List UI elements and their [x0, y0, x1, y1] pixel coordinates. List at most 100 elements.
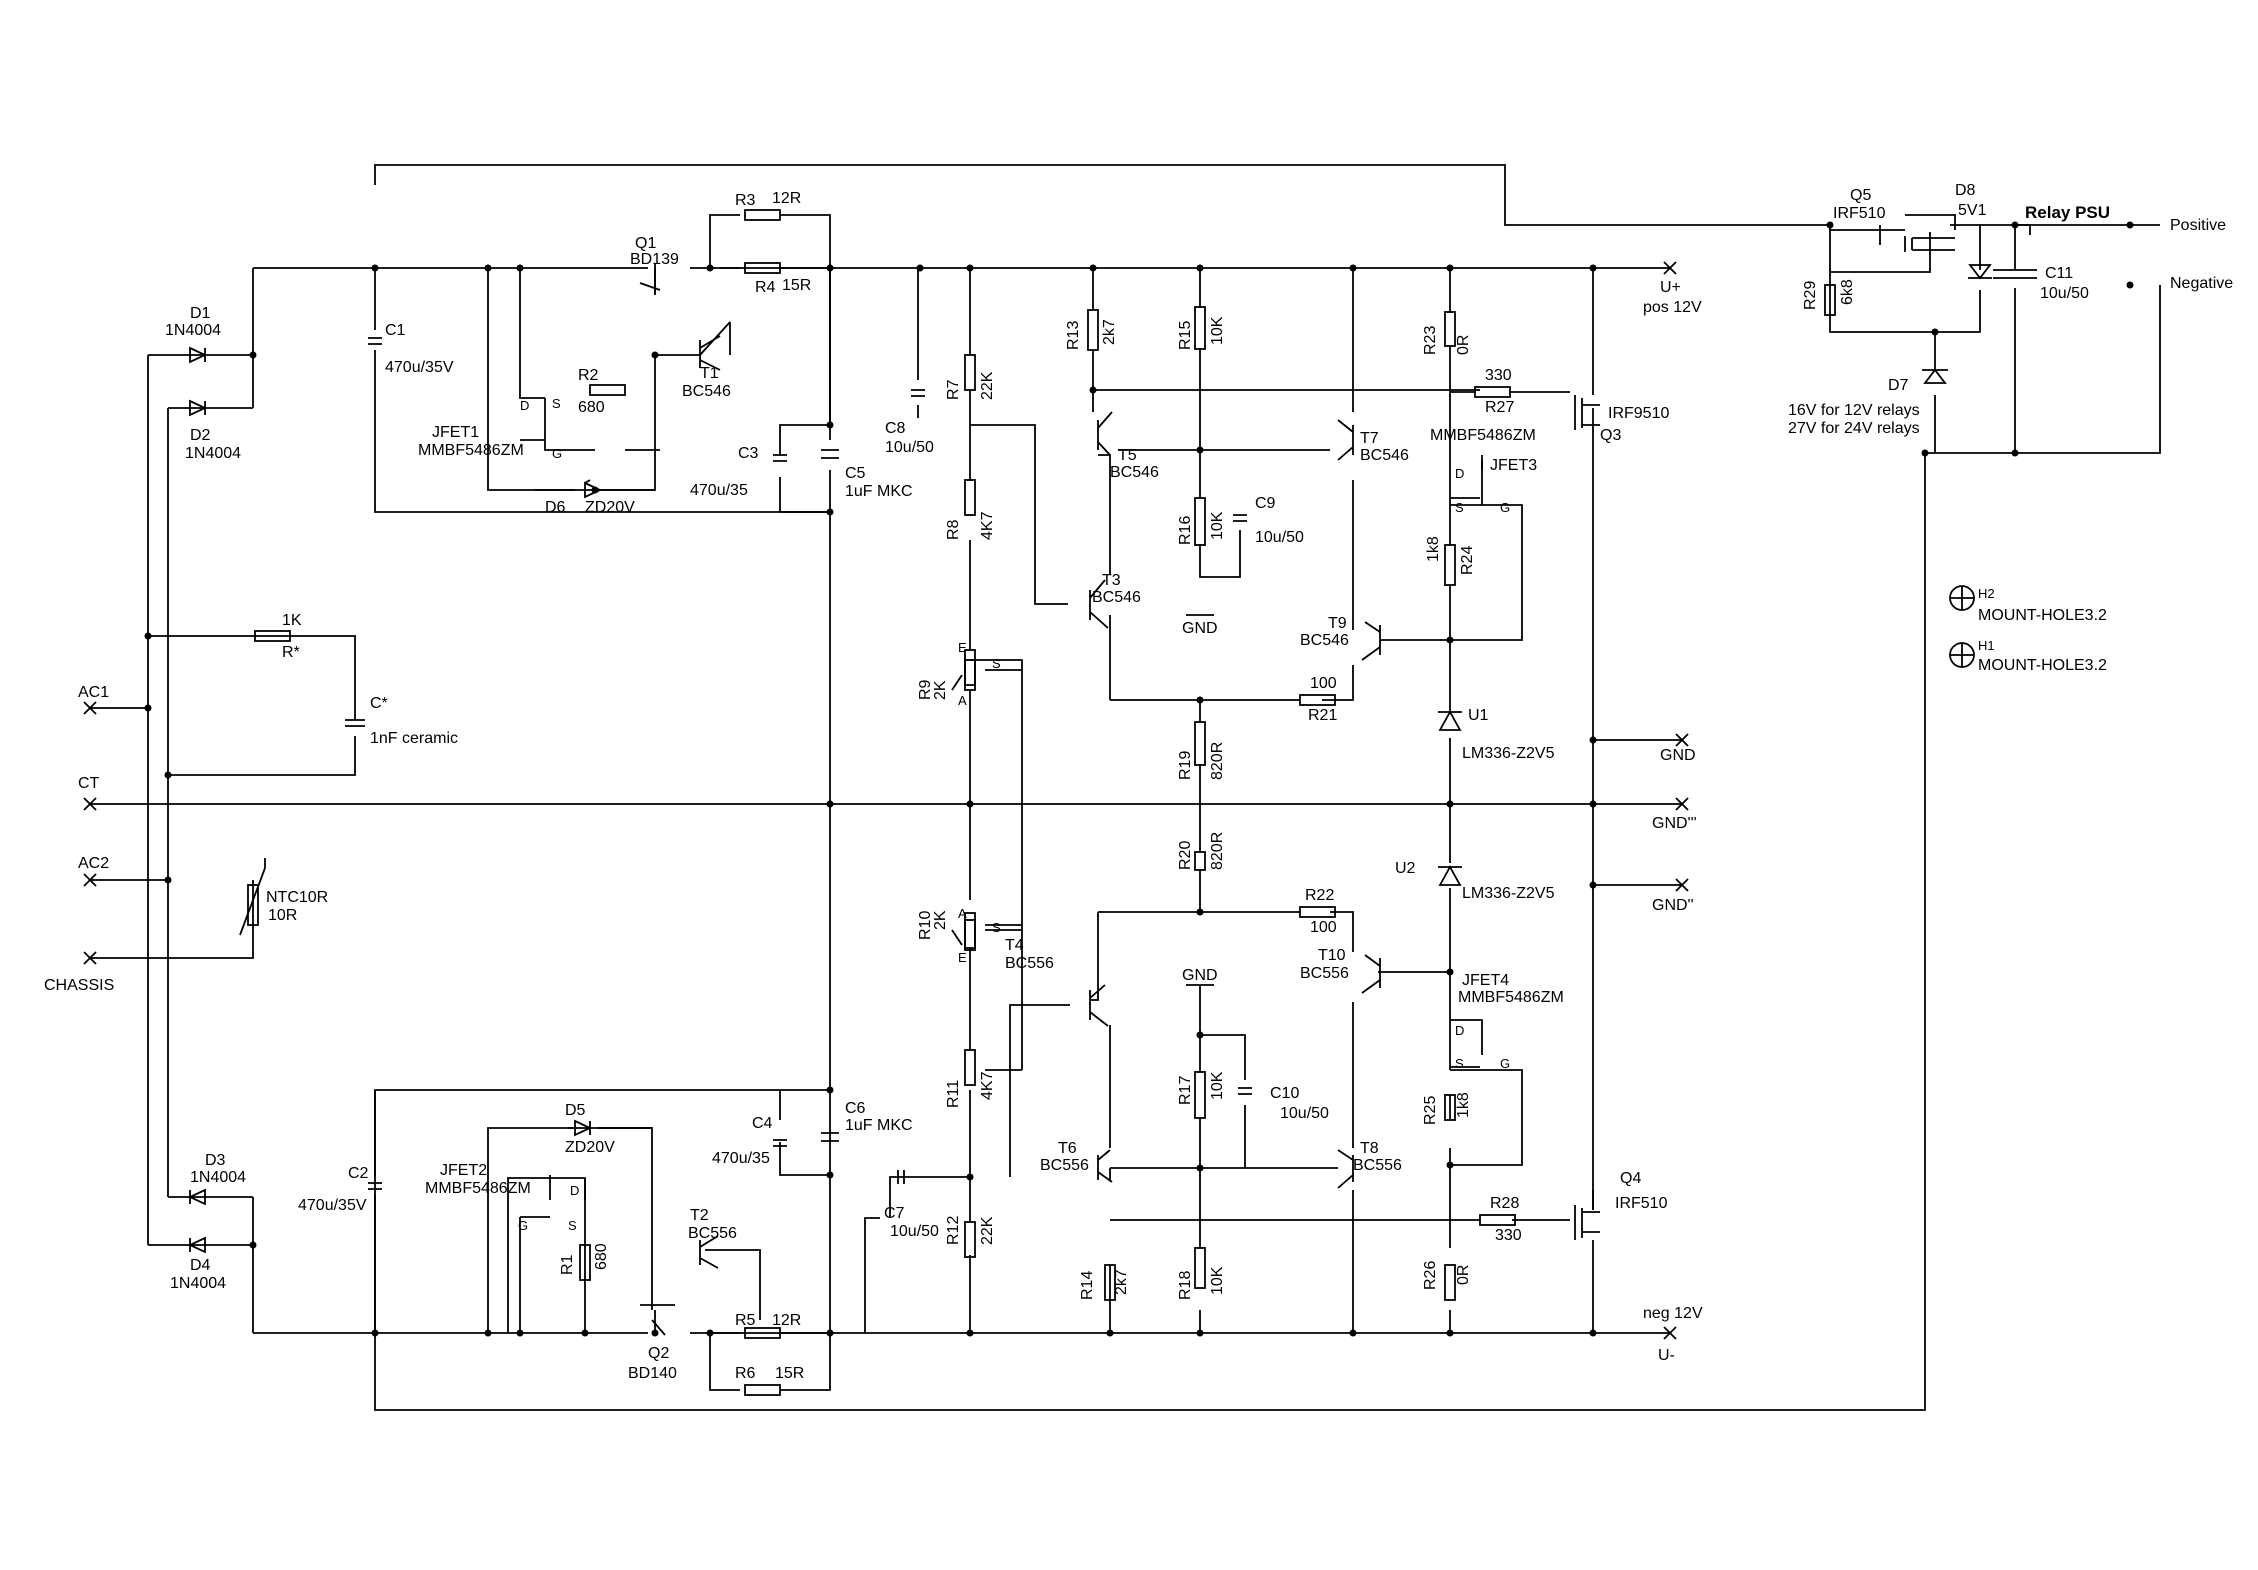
c5-value: 1uF MKC	[845, 483, 913, 500]
t3-label: T3	[1102, 572, 1121, 589]
gnd-lower-label: GND	[1182, 967, 1218, 984]
wires	[90, 164, 2161, 1411]
terminal-gnd2-label: GND''	[1652, 897, 1694, 914]
r29-value: 6k8	[1839, 279, 1856, 305]
r22-label: R22	[1305, 887, 1334, 904]
d6-label: D6	[545, 499, 566, 516]
jfet2-label: JFET2	[440, 1162, 487, 1179]
symbols	[83, 209, 2037, 1396]
t9-type: BC546	[1300, 632, 1349, 649]
r10-pin-s: S	[992, 920, 1001, 935]
r26-label: R26	[1422, 1261, 1439, 1290]
r15-label: R15	[1177, 321, 1194, 350]
t8-label: T8	[1360, 1140, 1379, 1157]
r9-pin-s: S	[992, 656, 1001, 671]
c7-value: 10u/50	[890, 1223, 939, 1240]
r13-label: R13	[1065, 321, 1082, 350]
r9-pin-a: A	[958, 693, 967, 708]
terminal-gnd-label: GND	[1660, 747, 1696, 764]
gnd-upper-label: GND	[1182, 620, 1218, 637]
t10-type: BC556	[1300, 965, 1349, 982]
d7-note-24v: 27V for 24V relays	[1788, 420, 1920, 437]
t5-type: BC546	[1110, 464, 1159, 481]
c2-value: 470u/35V	[298, 1197, 367, 1214]
c9-value: 10u/50	[1255, 529, 1304, 546]
r21-label: R21	[1308, 707, 1337, 724]
r9-pin-e: E	[958, 640, 967, 655]
c9-label: C9	[1255, 495, 1276, 512]
r15-value: 10K	[1209, 316, 1226, 345]
h1-type: MOUNT-HOLE3.2	[1978, 657, 2107, 674]
q2-label: Q2	[648, 1345, 669, 1362]
d5-type: ZD20V	[565, 1139, 615, 1156]
c7-label: C7	[884, 1205, 905, 1222]
t1-label: T1	[700, 365, 719, 382]
r6-value: 15R	[775, 1365, 804, 1382]
r23-value: 0R	[1455, 335, 1472, 355]
q4-label: Q4	[1620, 1170, 1641, 1187]
r16-value: 10K	[1209, 511, 1226, 540]
h2-label: H2	[1978, 586, 1995, 601]
jfet3-type: MMBF5486ZM	[1430, 427, 1536, 444]
c1-value: 470u/35V	[385, 359, 454, 376]
c10-value: 10u/50	[1280, 1105, 1329, 1122]
jfet3-pin-d: D	[1455, 466, 1464, 481]
d3-label: D3	[205, 1152, 226, 1169]
t1-type: BC546	[682, 383, 731, 400]
c10-label: C10	[1270, 1085, 1299, 1102]
c5-label: C5	[845, 465, 866, 482]
t6-type: BC556	[1040, 1157, 1089, 1174]
r20-label: R20	[1177, 841, 1194, 870]
q5-type: IRF510	[1833, 205, 1886, 222]
jfet2-pin-g: G	[518, 1218, 528, 1233]
terminal-positive-label: Positive	[2170, 217, 2226, 234]
r3-value: 12R	[772, 190, 801, 207]
rstar-label: R*	[282, 644, 300, 661]
t10-label: T10	[1318, 947, 1346, 964]
jfet4-label: JFET4	[1462, 972, 1509, 989]
q1-label: Q1	[635, 235, 656, 252]
r5-value: 12R	[772, 1312, 801, 1329]
r12-value: 22K	[979, 1216, 996, 1245]
u2-type: LM336-Z2V5	[1462, 885, 1555, 902]
r8-label: R8	[945, 519, 962, 540]
r16-label: R16	[1177, 516, 1194, 545]
jfet2-type: MMBF5486ZM	[425, 1180, 531, 1197]
jfet4-pin-d: D	[1455, 1023, 1464, 1038]
terminal-ct-label: CT	[78, 775, 100, 792]
r20-value: 820R	[1209, 832, 1226, 870]
d1-type: 1N4004	[165, 322, 221, 339]
terminal-ac1-label: AC1	[78, 684, 109, 701]
h2-type: MOUNT-HOLE3.2	[1978, 607, 2107, 624]
r26-value: 0R	[1455, 1265, 1472, 1285]
cstar-label: C*	[370, 695, 388, 712]
relay-psu-label: Relay PSU	[2025, 203, 2110, 222]
d4-label: D4	[190, 1257, 211, 1274]
d1-label: D1	[190, 305, 211, 322]
r9-value: 2K	[932, 680, 949, 700]
r23-label: R23	[1422, 326, 1439, 355]
r13-value: 2k7	[1101, 319, 1118, 345]
r29-label: R29	[1802, 281, 1819, 310]
r19-value: 820R	[1209, 742, 1226, 780]
jfet1-pin-d: D	[520, 398, 529, 413]
junction-dots	[144, 221, 2134, 1337]
t8-type: BC556	[1353, 1157, 1402, 1174]
r21-value: 100	[1310, 675, 1337, 692]
terminal-pos12v-label: pos 12V	[1643, 299, 1702, 316]
d2-type: 1N4004	[185, 445, 241, 462]
terminal-neg12v-label: neg 12V	[1643, 1305, 1703, 1322]
jfet2-pin-d: D	[570, 1183, 579, 1198]
c6-value: 1uF MKC	[845, 1117, 913, 1134]
jfet3-label: JFET3	[1490, 457, 1537, 474]
c8-value: 10u/50	[885, 439, 934, 456]
r17-label: R17	[1177, 1076, 1194, 1105]
jfet1-pin-s: S	[552, 396, 561, 411]
d4-type: 1N4004	[170, 1275, 226, 1292]
r4-value: 15R	[782, 277, 811, 294]
q3-label: Q3	[1600, 427, 1621, 444]
c4-value: 470u/35	[712, 1150, 770, 1167]
ntc-label: NTC10R	[266, 889, 328, 906]
labels: AC1 CT AC2 CHASSIS U+ pos 12V neg 12V U-…	[44, 182, 2233, 1382]
